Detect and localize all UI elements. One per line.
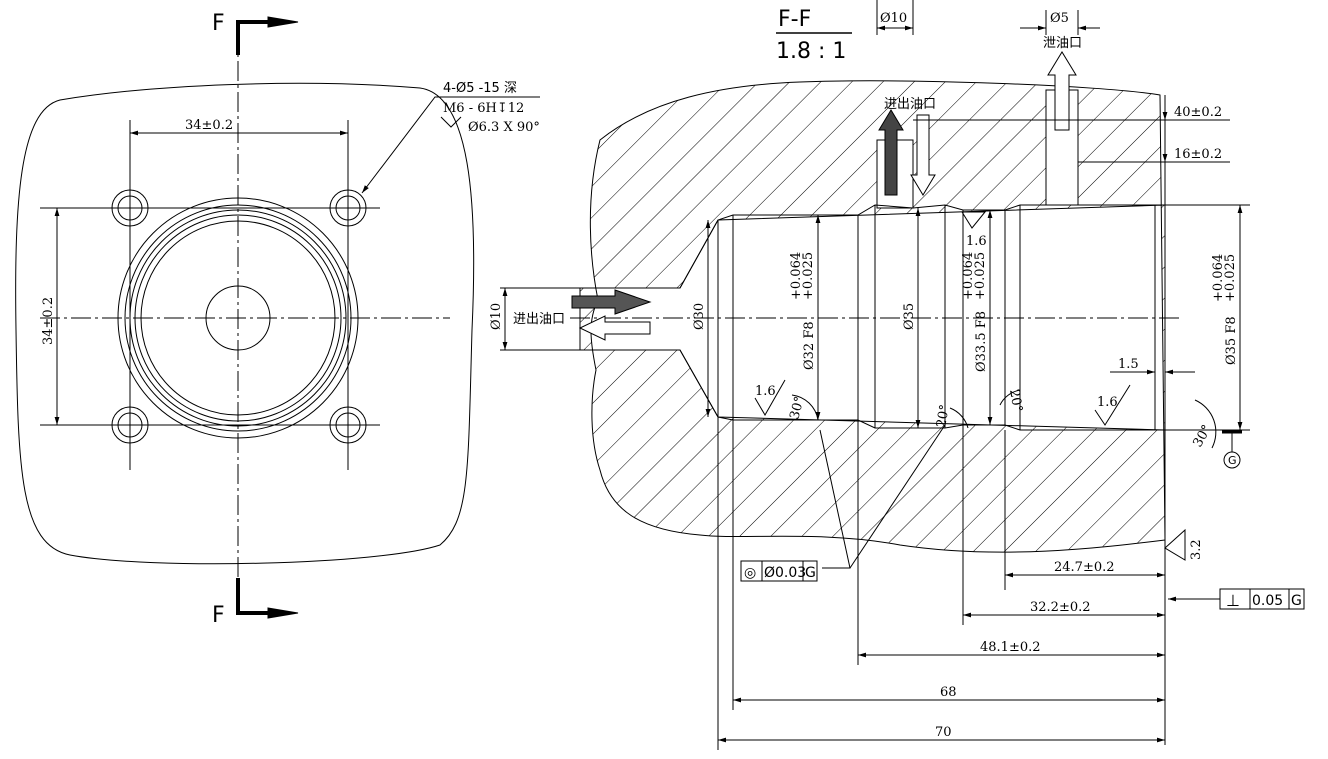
coaxiality-frame bbox=[740, 560, 818, 582]
coaxiality-icon: ◎ bbox=[744, 565, 756, 581]
top-dim-d10: Ø10 bbox=[880, 11, 907, 26]
front-dim-h-label: 34±0.2 bbox=[185, 118, 233, 133]
datum-g bbox=[1222, 430, 1242, 469]
perpendicularity-value: 0.05 bbox=[1252, 593, 1283, 609]
tol-upper: +0.064 bbox=[961, 252, 976, 300]
section-arrow-bottom bbox=[236, 578, 299, 619]
tol-upper: +0.064 bbox=[1211, 254, 1226, 302]
dia-d30: Ø30 bbox=[692, 303, 707, 330]
flow-arrows bbox=[571, 51, 1077, 341]
hole-note-line2: M6 - 6H↧12 bbox=[443, 101, 524, 116]
dim-1-5: 1.5 bbox=[1118, 357, 1139, 372]
coaxiality-datum: G bbox=[805, 565, 816, 581]
roughness-icon bbox=[1164, 528, 1186, 561]
front-view bbox=[15, 16, 540, 619]
tol-lower: +0.025 bbox=[1223, 254, 1238, 302]
hatched-body bbox=[579, 80, 1166, 553]
dia-d10: Ø10 bbox=[489, 303, 504, 330]
angle-a5: 30° bbox=[1190, 423, 1215, 450]
roughness-r2: 1.6 bbox=[966, 234, 987, 249]
dim-68: 68 bbox=[940, 685, 957, 700]
roughness-r3: 1.6 bbox=[1097, 395, 1118, 410]
angle-a1: 30° bbox=[787, 395, 807, 421]
port-drain: 泄油口 bbox=[1043, 36, 1082, 51]
dia-d32: Ø32 F8 bbox=[802, 321, 817, 370]
datum-label: G bbox=[1228, 454, 1237, 467]
dim-70: 70 bbox=[935, 725, 952, 740]
tol-lower: +0.025 bbox=[973, 252, 988, 300]
perpendicularity-datum: G bbox=[1291, 593, 1302, 609]
roughness-r1: 1.6 bbox=[755, 384, 776, 399]
section-scale: 1.8 : 1 bbox=[776, 39, 846, 64]
dim-32-2: 32.2±0.2 bbox=[1030, 600, 1091, 615]
bore-profile bbox=[570, 90, 1180, 745]
mounting-hole bbox=[329, 406, 367, 444]
hole-note-line3: Ø6.3 X 90° bbox=[468, 120, 540, 135]
hole-leader bbox=[361, 96, 540, 194]
tol-upper: +0.064 bbox=[789, 252, 804, 300]
section-marker-top: F bbox=[212, 11, 225, 36]
perpendicularity-icon: ⊥ bbox=[1226, 591, 1240, 610]
roughness-r4: 3.2 bbox=[1189, 539, 1204, 560]
angle-a4: 20° bbox=[1006, 388, 1025, 413]
section-title: F-F bbox=[778, 7, 811, 32]
dim-40: 40±0.2 bbox=[1174, 105, 1222, 120]
mounting-hole bbox=[329, 189, 367, 227]
dia-d33: Ø33.5 F8 bbox=[974, 311, 989, 372]
roughness-icon bbox=[754, 379, 786, 416]
section-marker-bottom: F bbox=[212, 603, 225, 628]
roughness-icon bbox=[961, 211, 987, 229]
dim-16: 16±0.2 bbox=[1174, 147, 1222, 162]
port-inout-top: 进出油口 bbox=[884, 97, 936, 112]
dim-24-7: 24.7±0.2 bbox=[1054, 560, 1115, 575]
mounting-hole bbox=[111, 406, 149, 444]
port-inout-left: 进出油口 bbox=[513, 312, 565, 327]
tol-lower: +0.025 bbox=[801, 252, 816, 300]
dim-48-1: 48.1±0.2 bbox=[980, 640, 1041, 655]
coaxiality-value: Ø0.03 bbox=[764, 565, 806, 581]
flange-outline bbox=[15, 82, 475, 565]
dia-d35: Ø35 bbox=[902, 303, 917, 330]
roughness-symbols bbox=[754, 211, 1186, 561]
section-arrow-top bbox=[236, 16, 299, 55]
roughness-icon bbox=[1094, 384, 1131, 426]
top-dim-d5: Ø5 bbox=[1050, 11, 1069, 26]
dia-d35f8: Ø35 F8 bbox=[1224, 316, 1239, 365]
countersink-icon bbox=[440, 116, 462, 128]
section-dimensions bbox=[500, 0, 1250, 750]
angle-a3: 20° bbox=[934, 403, 953, 428]
mounting-hole bbox=[111, 189, 149, 227]
hole-note-line1: 4-Ø5 -15 深 bbox=[443, 81, 517, 96]
front-dim-v-label: 34±0.2 bbox=[41, 297, 56, 345]
bore-rings bbox=[117, 197, 359, 439]
